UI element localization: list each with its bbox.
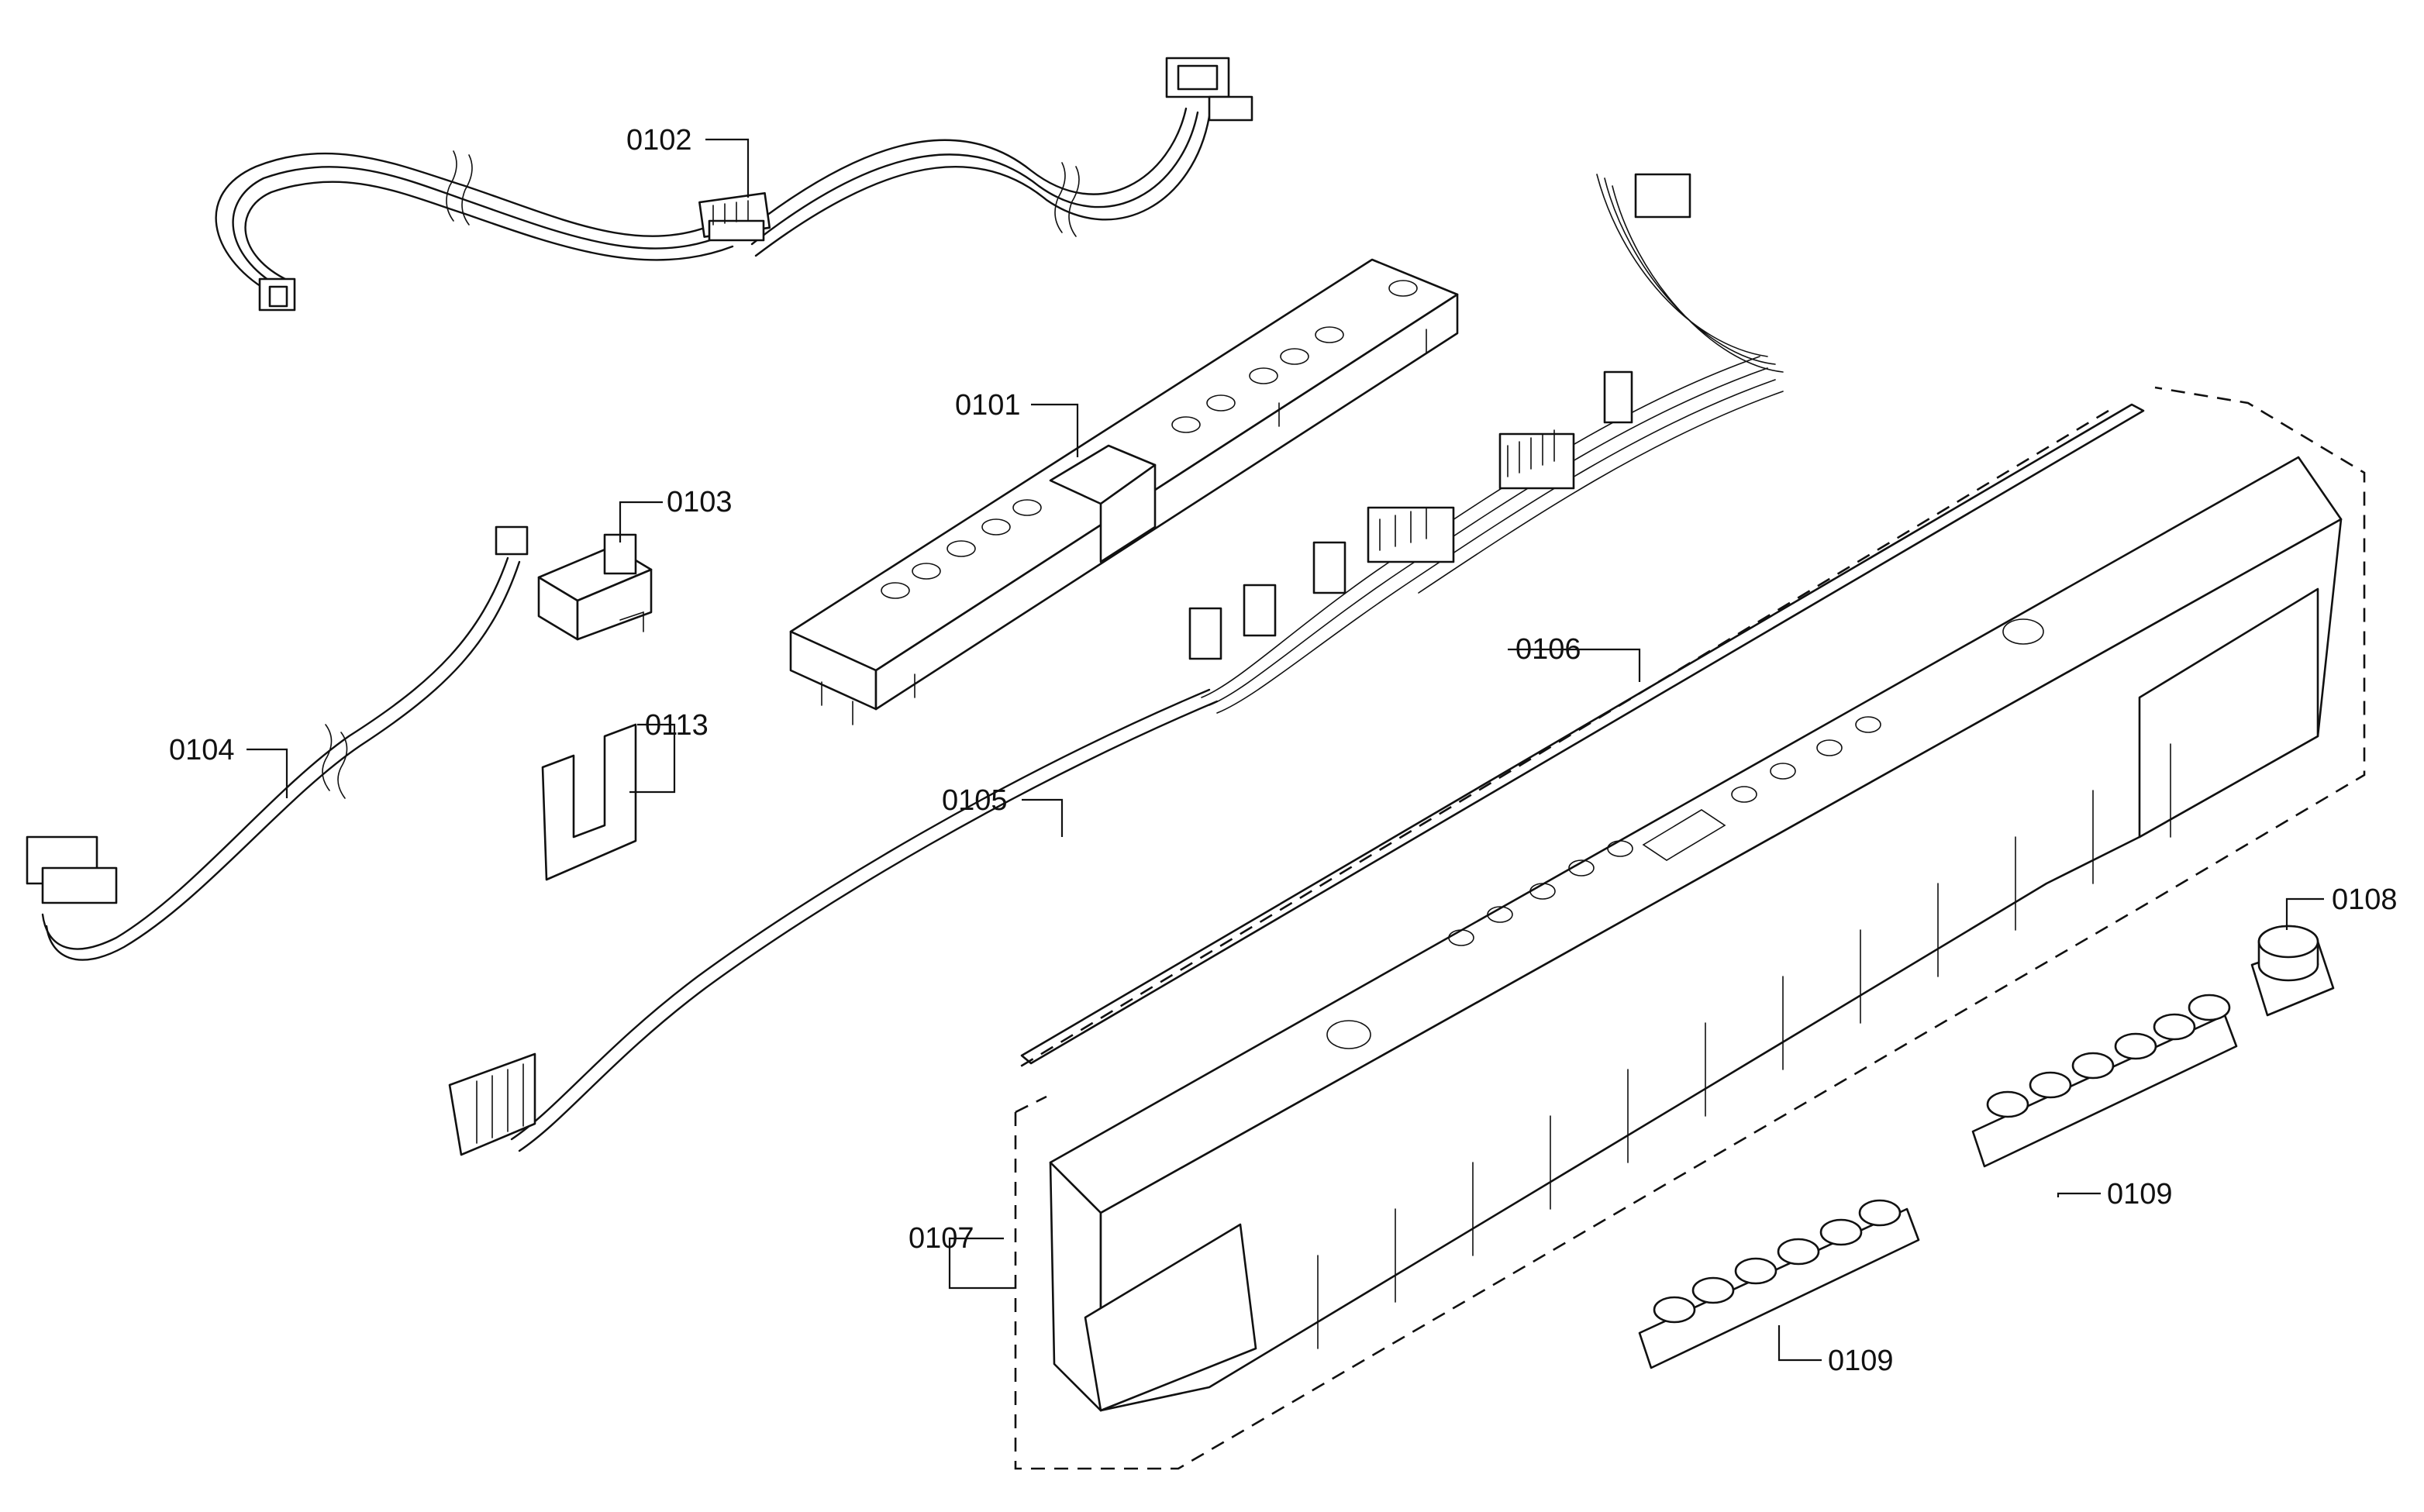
- part-0102-wire-harness: [215, 57, 1253, 312]
- label-0108: 0108: [2332, 883, 2398, 916]
- label-0105: 0105: [942, 784, 1008, 817]
- part-0106-wiring-bundle: [1188, 173, 1784, 714]
- label-0106: 0106: [1515, 633, 1581, 666]
- part-0113-u-bracket: [541, 723, 637, 881]
- part-0109-button-strip-left: [1638, 1199, 1920, 1369]
- leader-lines: [247, 138, 2324, 1362]
- part-0101-control-board: [789, 258, 1459, 725]
- label-0113: 0113: [645, 709, 709, 742]
- label-0109-left: 0109: [1828, 1345, 1894, 1377]
- label-0101: 0101: [955, 389, 1021, 422]
- part-0108-button: [2250, 925, 2335, 1017]
- part-0105-cable: [448, 688, 1219, 1156]
- label-0102: 0102: [626, 124, 692, 157]
- label-0103: 0103: [667, 486, 733, 518]
- label-0109-right: 0109: [2107, 1178, 2173, 1211]
- gasket-strip: [1020, 403, 2145, 1065]
- part-0107-panel-housing: [1014, 386, 2366, 1470]
- part-0103-connector: [495, 525, 653, 641]
- label-0104: 0104: [169, 734, 235, 766]
- part-0109-button-strip-right: [1971, 994, 2238, 1168]
- part-0104-cable: [26, 556, 521, 961]
- label-0107: 0107: [909, 1222, 974, 1255]
